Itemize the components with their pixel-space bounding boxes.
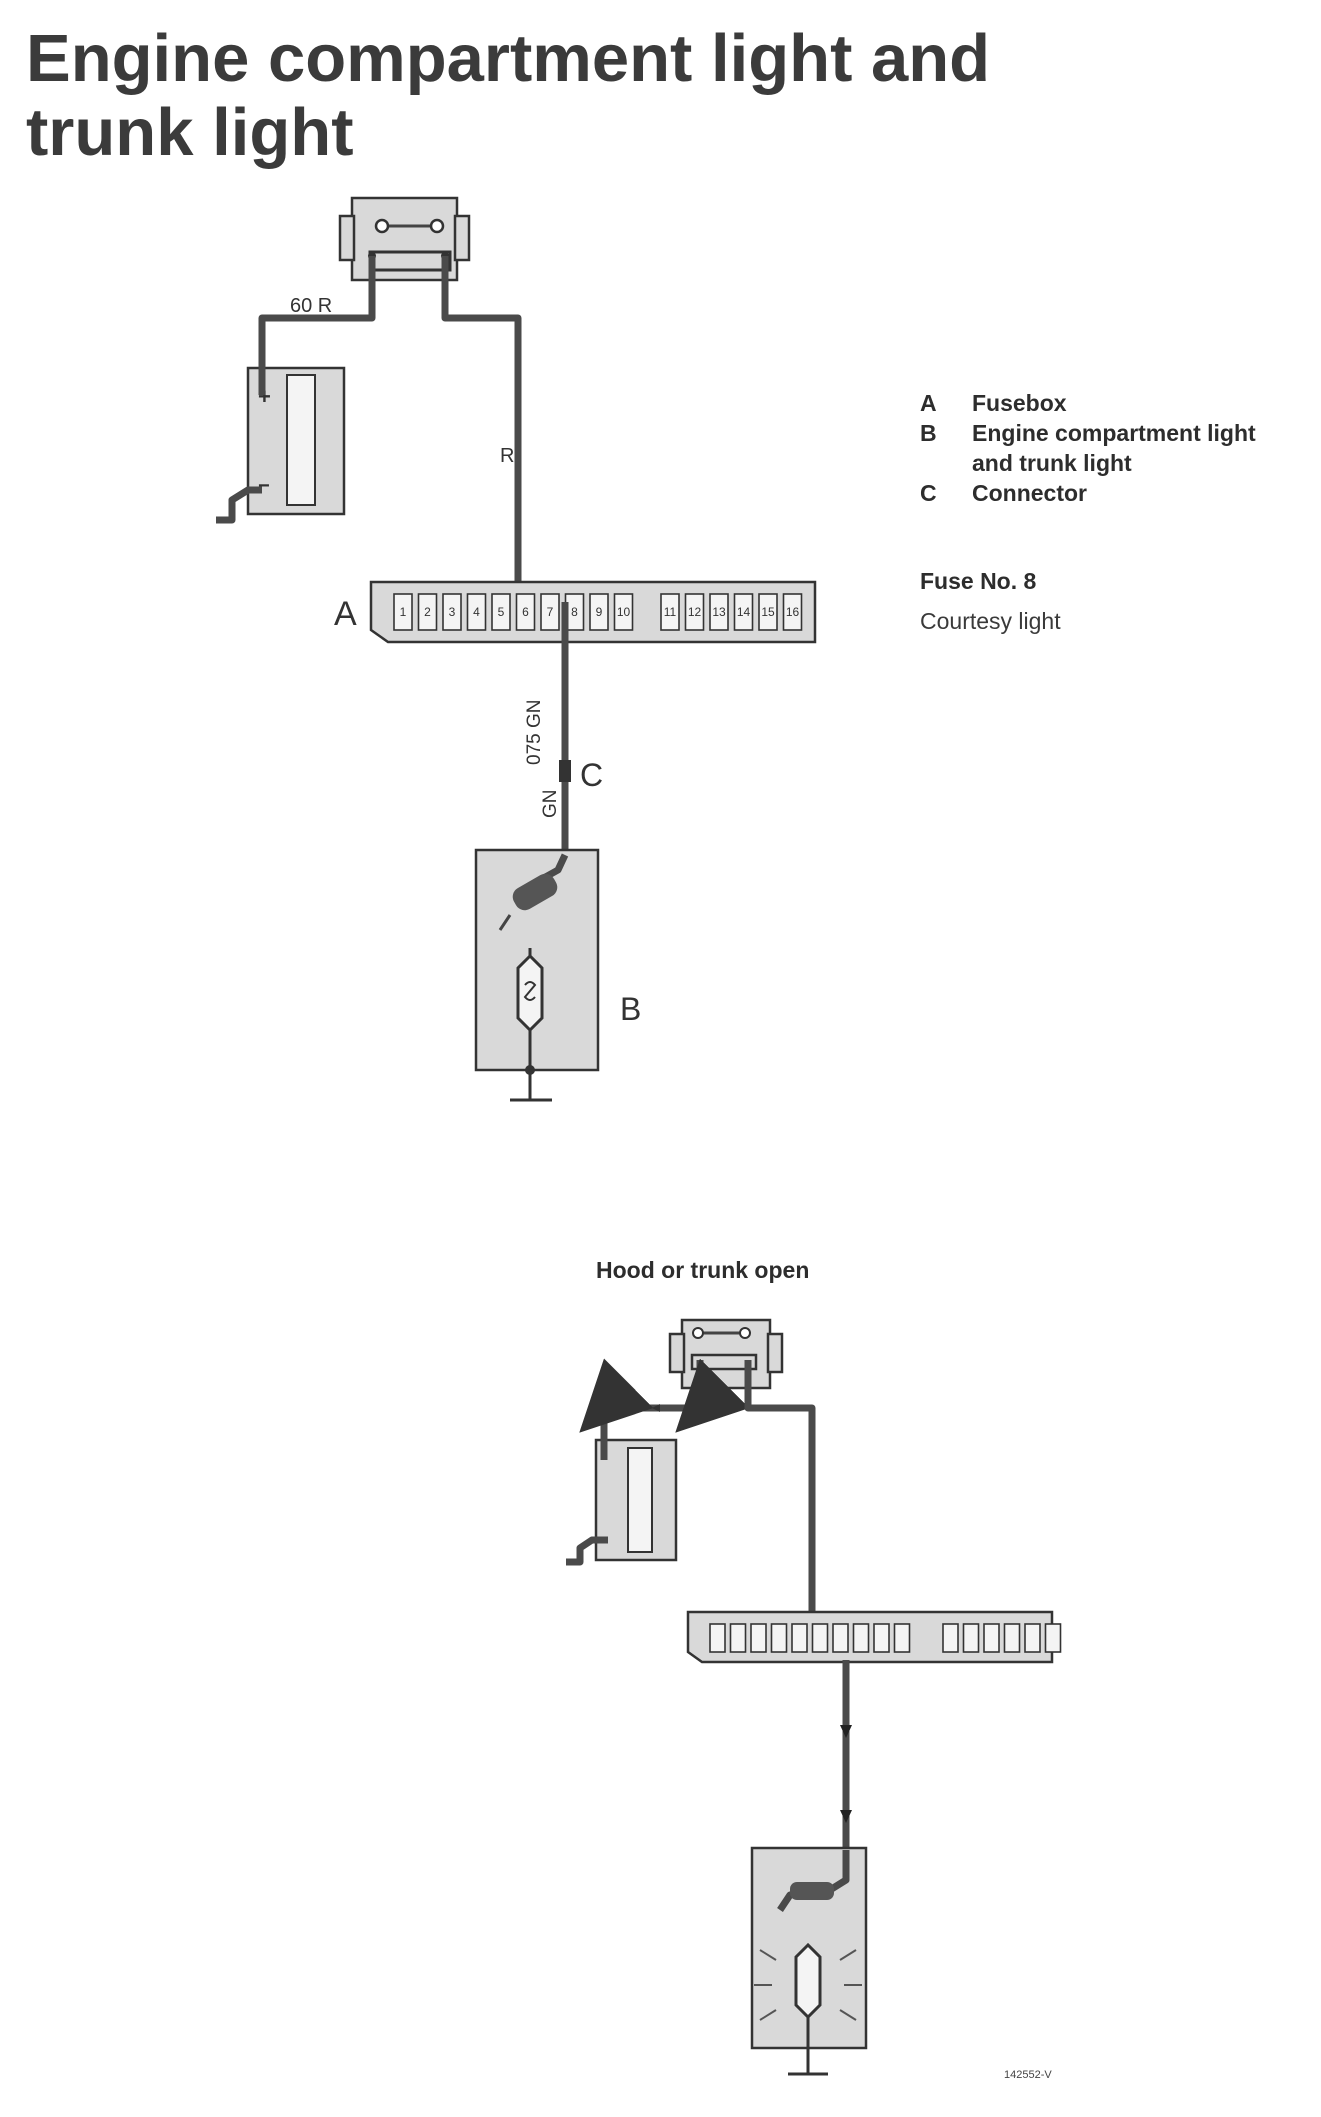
- fuse-slot: [684, 593, 705, 631]
- fuse-slot: [758, 593, 778, 631]
- fuse-slot: [962, 1623, 980, 1653]
- fuse-slot: [515, 593, 536, 631]
- label-a: A: [334, 595, 357, 633]
- fuse-slot-number: 8: [571, 605, 578, 619]
- fuse-slot: [589, 593, 609, 631]
- fuse-slot: [811, 1623, 829, 1653]
- switch-unit: [338, 196, 471, 282]
- fuse-slot: [791, 1623, 808, 1653]
- fuse-slot: [770, 1623, 788, 1653]
- label-c: C: [580, 757, 603, 793]
- fuse-slot-number: 2: [424, 605, 431, 619]
- fuse-slot-number: 11: [664, 605, 677, 619]
- fuse-slot-number: 13: [712, 605, 726, 619]
- component-legend: A Fusebox B Engine compartment light and…: [920, 388, 1302, 508]
- legend-key: A: [920, 390, 937, 416]
- fuse-slot: [873, 1623, 890, 1653]
- fuse-slot-number: 10: [617, 605, 631, 619]
- fuse-slot: [852, 1623, 870, 1653]
- fuse-slot: [709, 593, 729, 631]
- fuse-slot: [750, 1623, 767, 1653]
- wire-to-fusebox: [441, 256, 557, 602]
- switch-unit-open: [668, 1318, 784, 1390]
- legend-text: Fusebox: [972, 390, 1067, 416]
- fuse-number: Fuse No. 8: [920, 568, 1037, 594]
- fuse-slot: [466, 593, 487, 631]
- fuse-slot: [729, 1623, 747, 1653]
- legend-item-a: A Fusebox: [920, 388, 1302, 418]
- fuse-slot: [1003, 1623, 1021, 1653]
- connector-c: [559, 760, 571, 782]
- fuse-slot: [733, 593, 754, 631]
- fuse-slot-number: 15: [761, 605, 775, 619]
- fuse-slot: [942, 1623, 959, 1653]
- legend-text: Engine compartment light and trunk light: [972, 420, 1256, 476]
- battery: + −: [216, 366, 346, 524]
- fuse-slot-number: 12: [688, 605, 702, 619]
- page-title: Engine compartment light and trunk light: [26, 21, 991, 170]
- legend-item-b: B Engine compartment light and trunk lig…: [920, 418, 1302, 478]
- fuse-slot-number: 5: [498, 605, 505, 619]
- wire-battery: [258, 256, 376, 395]
- fuse-slot: [442, 593, 462, 631]
- label-b: B: [620, 991, 641, 1027]
- legend-key: C: [920, 480, 937, 506]
- fuse-slot-number: 16: [786, 605, 800, 619]
- reference-code: 142552-V: [1004, 2069, 1052, 2081]
- battery-open: [566, 1438, 678, 1566]
- fuse-slot-number: 9: [596, 605, 603, 619]
- fuse-slot: [893, 1623, 911, 1653]
- legend-key: B: [920, 420, 937, 446]
- wire-battery-label: 60 R: [290, 295, 332, 317]
- wire-r-label: R: [500, 445, 514, 467]
- fuse-slot-number: 6: [522, 605, 529, 619]
- fuse-slot: [613, 593, 634, 631]
- fuse-slot-number: 3: [449, 605, 456, 619]
- fuse-slot: [709, 1623, 726, 1653]
- fuse-slot-number: 1: [400, 605, 407, 619]
- fuse-slot: [983, 1623, 1000, 1653]
- fuse-slot-number: 4: [473, 605, 480, 619]
- fuse-slots-open: [709, 1623, 1062, 1653]
- legend-text: Connector: [972, 480, 1087, 506]
- fuse-slot: [1024, 1623, 1041, 1653]
- legend-item-c: C Connector: [920, 478, 1302, 508]
- wire-gn-label: 075 GN: [524, 700, 545, 765]
- bottom-diagram: [566, 1318, 1062, 2076]
- fuse-slot: [540, 593, 560, 631]
- fuse-slot-number: 7: [547, 605, 554, 619]
- fuse-description: Courtesy light: [920, 608, 1061, 634]
- fuse-slot-number: 14: [737, 605, 751, 619]
- fuse-slot: [417, 593, 438, 631]
- fusebox-open: [686, 1610, 1062, 1664]
- fuse-slot: [782, 593, 803, 631]
- fuse-slot: [393, 593, 413, 631]
- fuse-slot: [660, 593, 680, 631]
- fuse-slot: [491, 593, 511, 631]
- lamp-unit-b: [474, 848, 600, 1102]
- fuse-slot: [832, 1623, 849, 1653]
- section-label-hood-open: Hood or trunk open: [596, 1257, 810, 1283]
- fuse-slot: [1044, 1623, 1062, 1653]
- svg-text:−: −: [258, 475, 270, 497]
- wire-gn2-label: GN: [540, 790, 561, 819]
